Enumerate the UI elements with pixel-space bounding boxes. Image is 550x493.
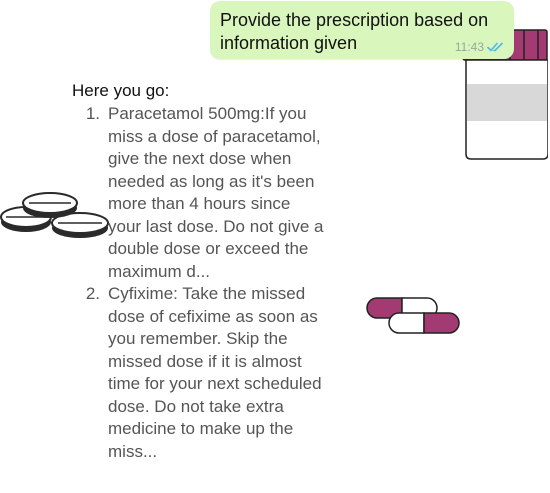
list-item-number: 2. — [85, 284, 100, 303]
incoming-message[interactable]: Here you go: 1. Paracetamol 500mg:If you… — [72, 80, 342, 463]
list-item-text: Cyfixime: Take the missed dose of cefixi… — [108, 284, 322, 461]
list-item: 1. Paracetamol 500mg:If you miss a dose … — [72, 103, 342, 283]
list-item: 2. Cyfixime: Take the missed dose of cef… — [72, 283, 342, 463]
outgoing-message-text: Provide the prescription based on inform… — [220, 10, 489, 53]
prescription-list: 1. Paracetamol 500mg:If you miss a dose … — [72, 103, 342, 463]
outgoing-message-bubble[interactable]: Provide the prescription based on inform… — [210, 1, 514, 59]
double-check-read-icon — [487, 42, 503, 52]
message-time: 11:43 — [454, 40, 484, 54]
list-item-number: 1. — [85, 104, 100, 123]
message-meta: 11:43 — [455, 40, 505, 54]
list-item-text: Paracetamol 500mg:If you miss a dose of … — [108, 104, 324, 281]
tablets-icon — [0, 192, 109, 238]
capsules-icon — [366, 297, 460, 334]
incoming-intro-text: Here you go: — [72, 81, 170, 100]
